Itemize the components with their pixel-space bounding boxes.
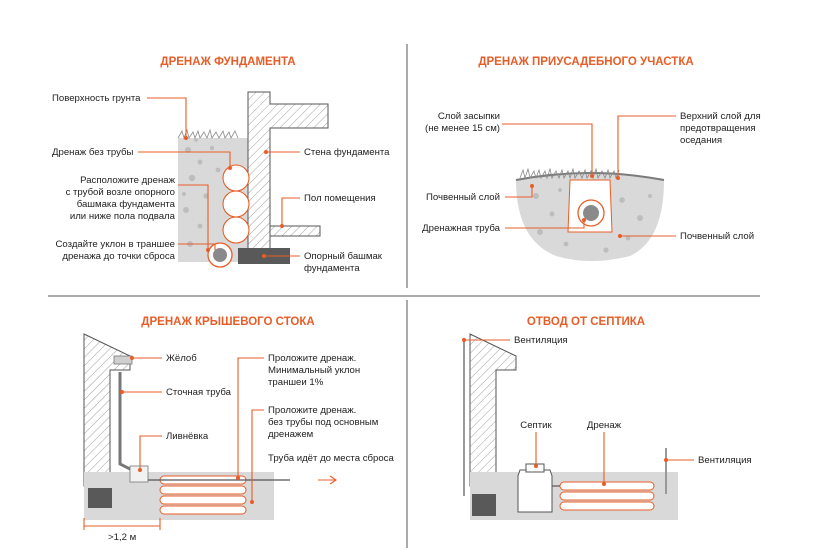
label-drain-pipe: Дренажная труба — [422, 223, 501, 234]
label-floor: Пол помещения — [304, 193, 376, 204]
label-lay-nopipe-2: без трубы под основным — [268, 417, 378, 428]
leader-drain-pipe — [505, 220, 585, 229]
label-lay-drain-1: Проложите дренаж. — [268, 353, 356, 364]
roof-downpipe — [118, 372, 133, 472]
label-drain-pipe-1: Расположите дренаж — [80, 175, 175, 186]
label-footing-1: Опорный башмак — [304, 251, 383, 262]
label-wall: Стена фундамента — [304, 147, 390, 158]
label-drain-pipe-2: с трубой возле опорного — [66, 187, 175, 198]
label-backfill-1: Слой засыпки — [438, 111, 500, 122]
septic-footing — [472, 494, 496, 516]
roof-distance-marker — [83, 518, 161, 530]
label-septic: Септик — [520, 420, 552, 431]
label-drain-no-pipe: Дренаж без трубы — [52, 147, 133, 158]
leader-lay-nopipe — [251, 409, 264, 502]
leader-drain-pipe — [178, 184, 209, 250]
label-top-layer-3: оседания — [680, 135, 722, 146]
leader-drain-no-pipe — [138, 151, 231, 168]
label-lay-nopipe-3: дренажем — [268, 429, 313, 440]
yard-grass — [519, 167, 620, 180]
label-slope-2: дренажа до точки сброса — [62, 251, 175, 262]
label-gutter: Жёлоб — [166, 353, 197, 364]
foundation-gravel-circles — [222, 164, 250, 244]
yard-pebbles — [533, 188, 652, 253]
label-drainage: Дренаж — [587, 420, 622, 431]
panel-title-roof: ДРЕНАЖ КРЫШЕВОГО СТОКА — [141, 316, 314, 328]
label-vent-right: Вентиляция — [698, 455, 752, 466]
label-drain-pipe-4: или ниже пола подвала — [70, 211, 176, 222]
panel-title-yard: ДРЕНАЖ ПРИУСАДЕБНОГО УЧАСТКА — [478, 56, 693, 68]
leader-backfill — [502, 123, 593, 176]
panel-yard: ДРЕНАЖ ПРИУСАДЕБНОГО УЧАСТКА Слой засыпк… — [422, 56, 761, 261]
leader-top-layer — [617, 115, 676, 178]
label-drain-pipe-3: башмака фундамента — [77, 199, 176, 210]
roof-footing — [88, 488, 112, 508]
septic-drain-bundles — [559, 481, 655, 511]
label-pipe-to-discharge: Труба идёт до места сброса — [268, 453, 394, 464]
label-slope-1: Создайте уклон в траншее — [55, 239, 175, 250]
foundation-floor — [269, 225, 321, 237]
label-vent-top: Вентиляция — [514, 335, 568, 346]
label-storm-inlet: Ливнёвка — [166, 431, 209, 442]
label-ground-surface: Поверхность грунта — [52, 93, 141, 104]
label-soil-right: Почвенный слой — [680, 231, 754, 242]
label-distance: >1,2 м — [108, 532, 136, 543]
leader-soil-left — [505, 186, 533, 198]
label-lay-nopipe-1: Проложите дренаж. — [268, 405, 356, 416]
panel-title-septic: ОТВОД ОТ СЕПТИКА — [527, 316, 645, 328]
foundation-grass — [177, 128, 239, 140]
roof-discharge-arrow — [318, 475, 337, 485]
label-top-layer-1: Верхний слой для — [680, 111, 761, 122]
label-downpipe: Сточная труба — [166, 387, 232, 398]
label-top-layer-2: предотвращения — [680, 123, 756, 134]
roof-gutter — [113, 355, 133, 365]
roof-drain-bundles — [159, 475, 247, 515]
label-lay-drain-3: траншеи 1% — [268, 377, 324, 388]
panel-septic: ОТВОД ОТ СЕПТИКА Вентиляция Септик Дрена… — [462, 316, 752, 520]
leader-floor — [281, 197, 300, 226]
label-backfill-2: (не менее 15 см) — [425, 123, 500, 134]
septic-tank-lid — [525, 463, 545, 473]
panel-foundation: ДРЕНАЖ ФУНДАМЕНТА — [52, 56, 390, 274]
leader-storm-inlet — [139, 435, 162, 470]
leader-ground-surface — [147, 97, 187, 138]
label-lay-drain-2: Минимальный уклон — [268, 365, 360, 376]
label-soil-left: Почвенный слой — [426, 192, 500, 203]
foundation-drain-pipe — [207, 242, 233, 268]
leader-slope — [178, 243, 216, 250]
septic-house-wall — [469, 333, 517, 487]
roof-storm-inlet — [129, 465, 149, 483]
leader-lay-drain — [237, 357, 264, 478]
yard-drain-pipe — [577, 199, 605, 227]
panel-title-foundation: ДРЕНАЖ ФУНДАМЕНТА — [160, 56, 295, 68]
panel-roof: ДРЕНАЖ КРЫШЕВОГО СТОКА — [83, 316, 394, 543]
septic-tank — [517, 469, 553, 513]
label-footing-2: фундамента — [304, 263, 360, 274]
